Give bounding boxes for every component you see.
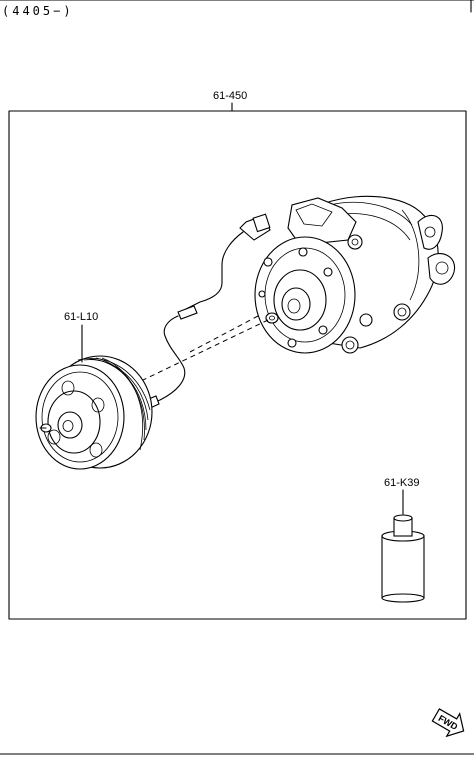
alignment-line-wire [189,315,259,353]
label-assembly-number: 61-450 [213,90,247,102]
compressor [254,195,456,354]
clutch-wire-harness [143,213,271,410]
fwd-arrow-icon: FWD [431,708,465,738]
compressor-oil-bottle [381,514,425,603]
magnetic-clutch [35,355,153,470]
assembly-frame [8,110,467,620]
label-clutch-number: 61-L10 [64,311,98,323]
label-oil-number: 61-K39 [384,477,419,489]
diagram-code: (4405−) [2,4,74,18]
